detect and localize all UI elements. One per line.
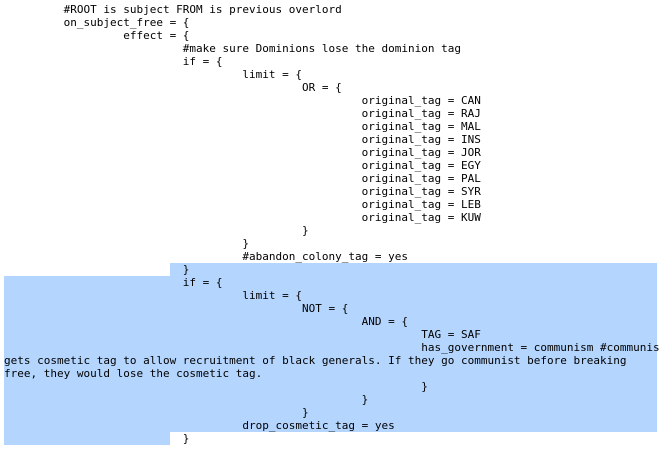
code-line[interactable]: original_tag = EGY: [4, 159, 481, 172]
code-line[interactable]: original_tag = SYR: [4, 185, 481, 198]
selection-highlight: [4, 432, 170, 445]
code-line[interactable]: has_government = communism #communist SA…: [4, 341, 660, 354]
code-line[interactable]: #make sure Dominions lose the dominion t…: [4, 42, 461, 55]
code-line[interactable]: free, they would lose the cosmetic tag.: [4, 367, 263, 380]
code-line[interactable]: on_subject_free = {: [4, 16, 190, 29]
code-line[interactable]: }: [4, 406, 309, 419]
code-line[interactable]: }: [4, 393, 369, 406]
code-line[interactable]: original_tag = INS: [4, 133, 481, 146]
code-line[interactable]: original_tag = CAN: [4, 94, 481, 107]
code-line[interactable]: original_tag = KUW: [4, 211, 481, 224]
selection-highlight: [170, 263, 657, 276]
code-line[interactable]: }: [4, 263, 190, 276]
code-line[interactable]: if = {: [4, 55, 223, 68]
code-line[interactable]: OR = {: [4, 81, 342, 94]
selection-highlight: [4, 276, 657, 432]
code-line[interactable]: limit = {: [4, 289, 303, 302]
code-line[interactable]: original_tag = MAL: [4, 120, 481, 133]
code-line[interactable]: if = {: [4, 276, 223, 289]
code-line[interactable]: #abandon_colony_tag = yes: [4, 250, 408, 263]
code-line[interactable]: AND = {: [4, 315, 408, 328]
code-line[interactable]: TAG = SAF: [4, 328, 481, 341]
code-line[interactable]: NOT = {: [4, 302, 349, 315]
code-line[interactable]: original_tag = JOR: [4, 146, 481, 159]
code-line[interactable]: original_tag = PAL: [4, 172, 481, 185]
code-line[interactable]: limit = {: [4, 68, 303, 81]
code-line[interactable]: drop_cosmetic_tag = yes: [4, 419, 395, 432]
code-line[interactable]: original_tag = RAJ: [4, 107, 481, 120]
code-line[interactable]: }: [4, 237, 250, 250]
code-line[interactable]: #ROOT is subject FROM is previous overlo…: [4, 3, 342, 16]
code-line[interactable]: gets cosmetic tag to allow recruitment o…: [4, 354, 627, 367]
code-line[interactable]: effect = {: [4, 29, 190, 42]
code-line[interactable]: original_tag = LEB: [4, 198, 481, 211]
code-line[interactable]: }: [4, 224, 309, 237]
code-line[interactable]: }: [4, 432, 190, 445]
code-line[interactable]: }: [4, 380, 428, 393]
